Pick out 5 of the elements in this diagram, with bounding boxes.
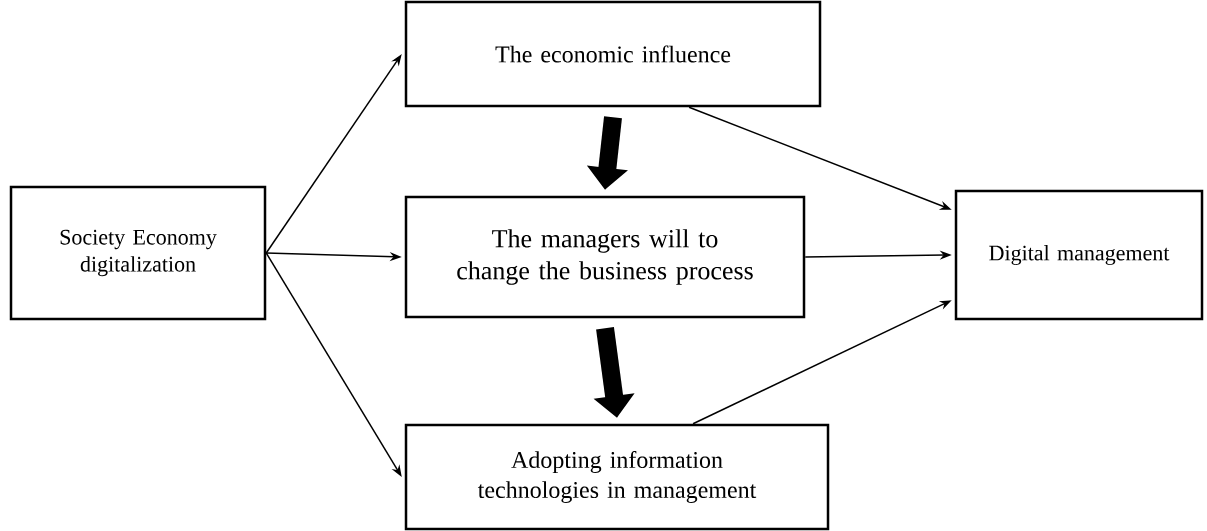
process-box: The economic influence: [404, 0, 822, 108]
process-box: Society Economy digitalization: [9, 185, 267, 321]
process-box: Digital management: [954, 189, 1204, 321]
process-box: Adopting information technologies in management: [404, 423, 830, 531]
process-box: The managers will to change the business process: [404, 195, 806, 319]
